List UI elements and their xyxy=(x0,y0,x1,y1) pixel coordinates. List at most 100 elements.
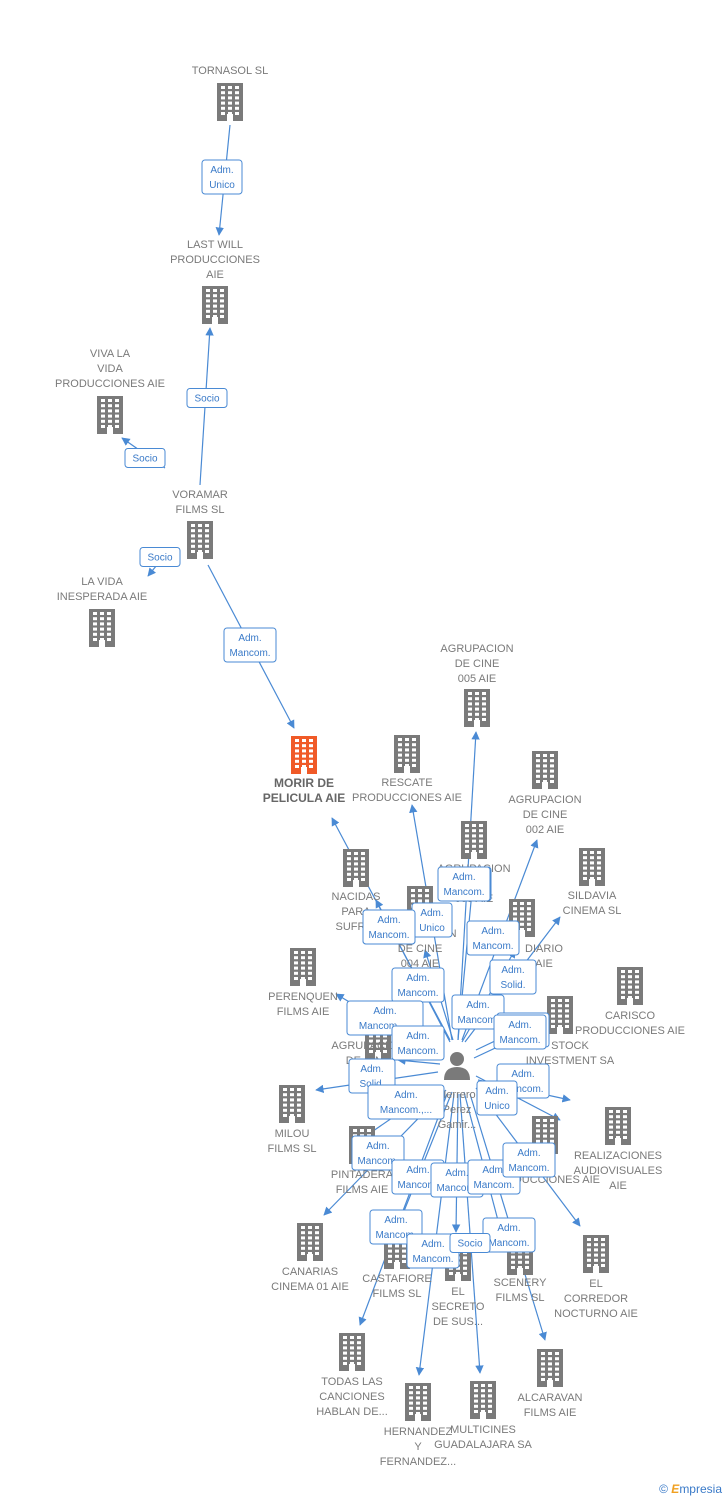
node-label: LAST WILL xyxy=(187,239,243,251)
node-tornasol[interactable]: TORNASOL SL xyxy=(192,65,268,121)
edge-label-text: Mancom. xyxy=(436,1183,477,1194)
edge-label-text: Adm. xyxy=(481,926,504,937)
edge-label-text: Adm. xyxy=(373,1006,396,1017)
node-carisco[interactable]: CARISCO PRODUCCIONES AIE xyxy=(575,967,685,1037)
node-label: FILMS SL xyxy=(496,1292,545,1304)
edge-label-person-to-agr004[interactable]: Adm.Mancom. xyxy=(391,967,445,1003)
edge-label-box xyxy=(493,1014,547,1050)
edge-label-voramar-to-lastwill[interactable]: Socio xyxy=(186,388,228,408)
node-label: REALIZACIONES xyxy=(574,1150,662,1162)
edge-label-person-to-multicines[interactable]: Socio xyxy=(449,1233,491,1253)
edge-label-text: Mancom. xyxy=(397,1180,438,1191)
node-label: RESCATE xyxy=(381,777,432,789)
building-icon xyxy=(202,286,228,324)
edge-label-text: Unico xyxy=(484,1101,510,1112)
edge-label-text: Adm. xyxy=(406,973,429,984)
edge-label-person-to-sildavia[interactable]: Adm.Solid. xyxy=(489,959,537,995)
node-label: DE SUS... xyxy=(433,1316,483,1328)
edge-label-person-to-diario[interactable]: Adm.Mancom. xyxy=(451,994,505,1030)
edge-label-text: Mancom. xyxy=(229,648,270,659)
building-icon xyxy=(279,1085,305,1123)
edge-label-person-to-elcorredor[interactable]: Adm.Mancom. xyxy=(502,1142,556,1178)
edge-label-text: Adm. xyxy=(421,1239,444,1250)
node-label: SILDAVIA xyxy=(568,890,617,902)
node-label: 004 AIE xyxy=(401,958,440,970)
edge-label-person-to-agr001[interactable]: Adm.Mancom. xyxy=(391,1025,445,1061)
node-label: CARISCO xyxy=(605,1010,656,1022)
edge-label-text: Adm. xyxy=(377,915,400,926)
edge-label-person-to-agr002[interactable]: Adm. Mancom. xyxy=(466,920,520,956)
edge-label-voramar-to-lavida[interactable]: Socio xyxy=(139,547,181,567)
building-icon xyxy=(579,848,605,886)
node-label: AIE xyxy=(206,269,224,281)
edge-label-voramar-to-vivalavida[interactable]: Socio xyxy=(124,448,166,468)
node-label: DE CINE xyxy=(398,943,443,955)
edge-label-person-to-rescate[interactable]: Adm.Unico xyxy=(411,902,453,938)
edge-label-box xyxy=(451,994,505,1030)
edge-label-text: Mancom. xyxy=(499,1035,540,1046)
node-sildavia[interactable]: SILDAVIA CINEMA SL xyxy=(563,848,622,917)
edge-label-text: Socio xyxy=(132,454,157,465)
node-label: MORIR DE xyxy=(274,776,334,790)
node-hernandez[interactable]: HERNANDEZYFERNANDEZ... xyxy=(380,1383,456,1468)
edge-label-person-to-pintadera[interactable]: Adm.Mancom.,... xyxy=(367,1084,445,1120)
edge-label-tornasol-to-lastwill[interactable]: Adm.Unico xyxy=(201,159,243,195)
edge-label-box xyxy=(502,1142,556,1178)
brand-initial: E xyxy=(671,1482,680,1496)
copyright-symbol: © xyxy=(659,1482,668,1496)
node-label: PERENQUEN xyxy=(268,991,338,1003)
node-label: AGRUPACION xyxy=(331,1040,404,1052)
edge-label-person-to-agr003[interactable]: Adm.Mancom. xyxy=(437,866,491,902)
edge-label-text: Unico xyxy=(209,180,235,191)
edge-label-voramar-to-morir[interactable]: Adm.Mancom. xyxy=(223,627,277,663)
building-icon xyxy=(617,967,643,1005)
building-icon xyxy=(461,821,487,859)
node-person[interactable]: HerreroPerezGamir... xyxy=(438,1052,477,1131)
building-icon xyxy=(89,609,115,647)
edge-label-text: Mancom. xyxy=(357,1156,398,1167)
building-icon xyxy=(297,1223,323,1261)
edge-label-person-to-carisco[interactable]: Adm.Mancom. xyxy=(493,1014,547,1050)
edge-label-text: Adm. xyxy=(517,1148,540,1159)
node-label: AGRUPACION xyxy=(440,643,513,655)
node-label: STOCK xyxy=(551,1040,589,1052)
edge-label-person-to-producciones[interactable]: Adm.Unico xyxy=(476,1080,518,1116)
node-label: LA VIDA xyxy=(81,576,123,588)
node-perenquen[interactable]: PERENQUEN FILMS AIE xyxy=(268,948,338,1018)
building-icon xyxy=(537,1349,563,1387)
node-label: CINEMA 01 AIE xyxy=(271,1281,349,1293)
building-icon xyxy=(509,899,535,937)
edge-label-person-to-alcaravan[interactable]: Adm.Mancom. xyxy=(482,1217,536,1253)
node-label: Perez xyxy=(443,1104,472,1116)
node-label: FILMS AIE xyxy=(277,1006,330,1018)
edge-label-person-to-canarias[interactable]: Adm.Mancom. xyxy=(351,1135,405,1171)
edge-label-box xyxy=(351,1135,405,1171)
building-icon xyxy=(605,1107,631,1145)
node-label: CINEMA SL xyxy=(563,905,622,917)
building-icon xyxy=(470,1381,496,1419)
node-label: EL xyxy=(589,1278,602,1290)
edge-label-person-to-nacidas[interactable]: Adm.Mancom. xyxy=(362,909,416,945)
edge-label-text: Adm. xyxy=(501,965,524,976)
node-label: PRODUCCIONES AIE xyxy=(575,1025,685,1037)
node-label: 005 AIE xyxy=(458,673,497,685)
edge-label-box xyxy=(362,909,416,945)
edge-label-text: Mancom. xyxy=(472,941,513,952)
